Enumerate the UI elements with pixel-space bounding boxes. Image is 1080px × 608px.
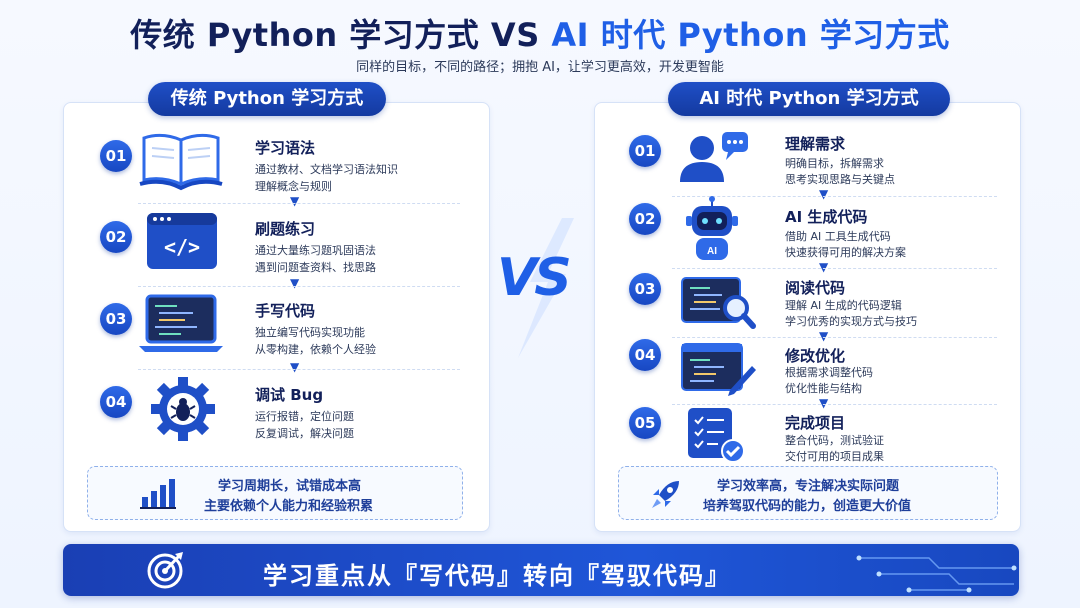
step-desc: 整合代码，测试验证 (785, 434, 884, 447)
bar-chart-icon (140, 479, 176, 509)
down-arrow-icon: ▼ (819, 187, 829, 201)
lightning-icon (518, 218, 574, 358)
ai-heading: AI 时代 Python 学习方式 (668, 82, 950, 116)
down-arrow-icon: ▼ (819, 260, 829, 274)
step-number: 03 (100, 303, 132, 335)
step-desc: 借助 AI 工具生成代码 (785, 230, 891, 243)
divider (138, 286, 460, 287)
summary-line: 培养驾驭代码的能力，创造更大价值 (703, 499, 912, 514)
user-chat-icon (680, 132, 748, 182)
summary-line: 学习效率高，专注解决实际问题 (717, 479, 900, 494)
traditional-panel (63, 102, 490, 532)
step-number: 05 (629, 407, 661, 439)
divider (138, 203, 460, 204)
step-title: 阅读代码 (785, 279, 846, 297)
vs-label: VS (497, 248, 572, 308)
step-desc: 明确目标，拆解需求 (785, 157, 884, 170)
bottom-banner: 学习重点从『写代码』转向『驾驭代码』 (63, 544, 1019, 596)
step-desc: 优化性能与结构 (785, 382, 862, 395)
step-title: 手写代码 (255, 302, 316, 320)
divider (672, 268, 997, 269)
step-desc: 通过大量练习题巩固语法 (255, 244, 376, 257)
traditional-summary: 学习周期长，试错成本高 主要依赖个人能力和经验积累 (87, 466, 463, 520)
step-number: 03 (629, 273, 661, 305)
rocket-icon (652, 481, 679, 508)
step-desc: 通过教材、文档学习语法知识 (255, 163, 398, 176)
step-title: 调试 Bug (255, 386, 324, 404)
step-title: AI 生成代码 (785, 208, 868, 226)
book-icon (139, 133, 223, 191)
robot-icon: AI (686, 196, 738, 260)
step-desc: 反复调试，解决问题 (255, 427, 354, 440)
step-number: 01 (100, 140, 132, 172)
step-desc: 交付可用的项目成果 (785, 450, 884, 463)
page-title: 传统 Python 学习方式 VS AI 时代 Python 学习方式 (0, 10, 1080, 56)
title-ai: AI 时代 Python 学习方式 (551, 16, 950, 54)
down-arrow-icon: ▼ (290, 360, 300, 374)
step-desc: 理解 AI 生成的代码逻辑 (785, 299, 902, 312)
summary-line: 主要依赖个人能力和经验积累 (204, 499, 374, 514)
step-title: 理解需求 (785, 135, 846, 153)
page-subtitle: 同样的目标，不同的路径；拥抱 AI，让学习更高效，开发更智能 (356, 60, 724, 75)
title-traditional: 传统 Python 学习方式 VS (130, 16, 552, 54)
laptop-icon (139, 294, 223, 352)
code-window-icon: </> (147, 213, 217, 269)
step-title: 学习语法 (255, 139, 316, 157)
code-magnifier-icon (681, 277, 756, 329)
robot-ai-label: AI (707, 246, 717, 257)
divider (672, 337, 997, 338)
divider (672, 404, 997, 405)
step-number: 04 (100, 386, 132, 418)
step-desc: 学习优秀的实现方式与技巧 (785, 315, 917, 328)
step-desc: 快速获得可用的解决方案 (785, 246, 906, 259)
step-desc: 运行报错，定位问题 (255, 410, 354, 423)
step-title: 修改优化 (785, 347, 846, 365)
down-arrow-icon: ▼ (290, 276, 300, 290)
ai-summary: 学习效率高，专注解决实际问题 培养驾驭代码的能力，创造更大价值 (618, 466, 998, 520)
checklist-icon (688, 408, 745, 463)
step-desc: 从零构建，依赖个人经验 (255, 343, 376, 356)
code-edit-icon (681, 343, 756, 396)
step-number: 01 (629, 135, 661, 167)
ai-panel (594, 102, 1021, 532)
down-arrow-icon: ▼ (290, 194, 300, 208)
step-title: 刷题练习 (255, 220, 316, 238)
step-desc: 根据需求调整代码 (785, 366, 873, 379)
step-number: 02 (629, 203, 661, 235)
step-desc: 理解概念与规则 (255, 180, 332, 193)
circuit-decoration (856, 555, 1017, 593)
svg-text:</>: </> (164, 235, 200, 259)
step-desc: 遇到问题查资料、找思路 (255, 261, 376, 274)
step-title: 完成项目 (785, 414, 846, 432)
step-desc: 独立编写代码实现功能 (255, 326, 365, 339)
step-desc: 思考实现思路与关键点 (785, 173, 895, 186)
down-arrow-icon: ▼ (819, 396, 829, 410)
step-number: 02 (100, 221, 132, 253)
down-arrow-icon: ▼ (819, 329, 829, 343)
target-icon (147, 552, 183, 589)
traditional-heading: 传统 Python 学习方式 (148, 82, 386, 116)
summary-line: 学习周期长，试错成本高 (218, 479, 362, 494)
step-number: 04 (629, 339, 661, 371)
banner-text: 学习重点从『写代码』转向『驾驭代码』 (263, 562, 731, 590)
bug-gear-icon (151, 377, 215, 441)
divider (138, 369, 460, 370)
divider (672, 196, 997, 197)
